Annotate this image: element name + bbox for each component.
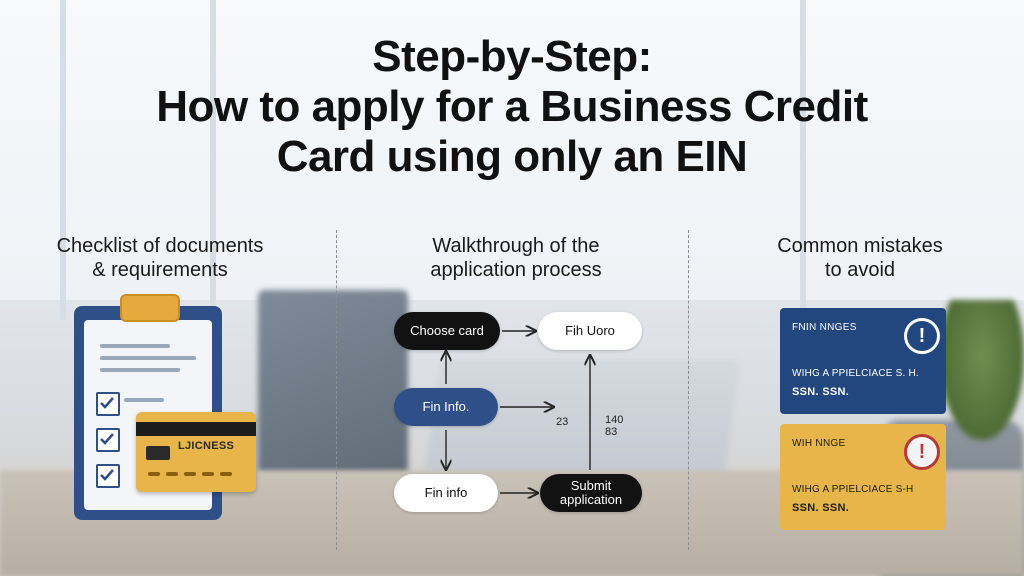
checkbox-checked-icon xyxy=(96,428,120,452)
text-line xyxy=(100,344,170,348)
heading-line: Common mistakes xyxy=(777,235,943,257)
column-divider xyxy=(688,230,689,550)
card-magnetic-stripe xyxy=(136,422,256,436)
heading-line: to avoid xyxy=(824,259,896,281)
background-plant xyxy=(940,300,1024,440)
heading-line: application process xyxy=(430,259,602,281)
window-frame xyxy=(800,0,806,320)
heading-line: & requirements xyxy=(92,259,228,281)
card-number-mark xyxy=(148,472,160,476)
flow-node-submit-application: Submit application xyxy=(540,474,642,512)
walkthrough-heading: Walkthrough of the application process xyxy=(386,234,646,282)
mistakes-heading: Common mistakes to avoid xyxy=(740,234,980,282)
text-line xyxy=(100,356,196,360)
title-line: How to apply for a Business Credit xyxy=(156,82,868,131)
flow-node-fin-info-2: Fin info xyxy=(394,474,498,512)
mistake-text: WIHG A PPIELCIACE S-H xyxy=(792,484,914,495)
flow-node-fih-uoro: Fih Uoro xyxy=(538,312,642,350)
warning-icon: ! xyxy=(904,434,940,470)
mistake-title: FNIN NNGES xyxy=(792,322,857,333)
mistake-title: WIH NNGE xyxy=(792,438,846,449)
mistake-card: FNIN NNGES ! WIHG A PPIELCIACE S. H. SSN… xyxy=(780,308,946,414)
checkbox-checked-icon xyxy=(96,464,120,488)
card-number-mark xyxy=(220,472,232,476)
title-line: Step-by-Step: xyxy=(372,32,652,81)
flow-number: 83 xyxy=(605,426,618,438)
card-chip-icon xyxy=(146,446,170,460)
card-number-mark xyxy=(166,472,178,476)
background-monitor xyxy=(258,290,408,490)
node-label-line: application xyxy=(559,492,623,507)
background-window xyxy=(0,0,1024,320)
page-title: Step-by-Step: How to apply for a Busines… xyxy=(0,32,1024,182)
mistake-card: WIH NNGE ! WIHG A PPIELCIACE S-H SSN. SS… xyxy=(780,424,946,530)
credit-card-icon: LJICNESS xyxy=(136,412,256,492)
mistake-text: WIHG A PPIELCIACE S. H. xyxy=(792,368,919,379)
text-line xyxy=(124,398,164,402)
clipboard-clip xyxy=(120,294,180,322)
flow-node-choose-card: Choose card xyxy=(394,312,500,350)
column-divider xyxy=(336,230,337,550)
title-line: Card using only an EIN xyxy=(276,132,748,181)
card-number-mark xyxy=(202,472,214,476)
window-frame xyxy=(60,0,66,320)
card-label: LJICNESS xyxy=(178,440,235,452)
card-number-mark xyxy=(184,472,196,476)
text-line xyxy=(100,368,180,372)
checklist-heading: Checklist of documents & requirements xyxy=(30,234,290,282)
window-frame xyxy=(210,0,216,320)
heading-line: Checklist of documents xyxy=(56,235,264,257)
mistake-text: SSN. SSN. xyxy=(792,502,850,514)
flow-node-fin-info: Fin Info. xyxy=(394,388,498,426)
flow-number: 23 xyxy=(556,416,569,428)
heading-line: Walkthrough of the xyxy=(432,235,600,257)
checkbox-checked-icon xyxy=(96,392,120,416)
mistake-text: SSN. SSN. xyxy=(792,386,850,398)
warning-icon: ! xyxy=(904,318,940,354)
node-label-line: Submit xyxy=(570,478,612,493)
flow-number: 140 xyxy=(605,414,624,426)
